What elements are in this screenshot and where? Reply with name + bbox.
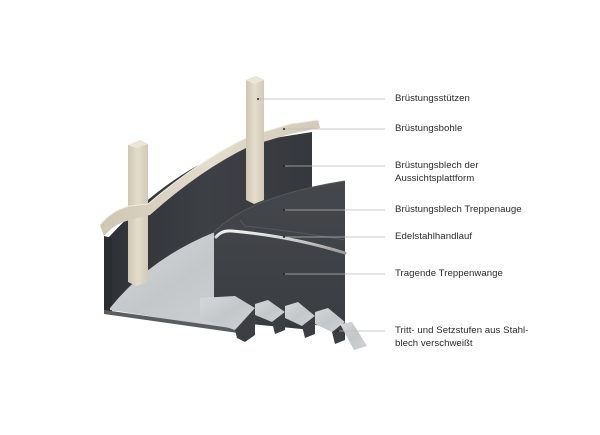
label-stairwell-sheet: Brüstungsblech Treppenauge [395,204,522,215]
label-balustrade-plank: Brüstungsbohle [395,123,463,134]
label-steps-line2: blech verschweißt [395,337,473,349]
label-platform-sheet: Brüstungsblech der Aussichtsplattform [395,160,479,185]
label-balustrade-posts: Brüstungsstützen [395,93,470,104]
label-steps-line1: Tritt- und Setzstufen aus Stahl- [395,325,529,336]
balustrade-plank [100,120,320,236]
label-platform-sheet-line2: Aussichtsplattform [395,172,475,184]
label-platform-sheet-line1: Brüstungsblech der [395,160,479,171]
right-balustrade-post [246,76,264,204]
label-steps: Tritt- und Setzstufen aus Stahl- blech v… [395,325,529,350]
stair-steps [200,296,367,350]
stainless-handrail [214,229,347,255]
label-handrail: Edelstahlhandlauf [395,231,473,242]
label-stringer: Tragende Treppenwange [395,268,503,279]
stairwell-sheet [214,181,345,328]
